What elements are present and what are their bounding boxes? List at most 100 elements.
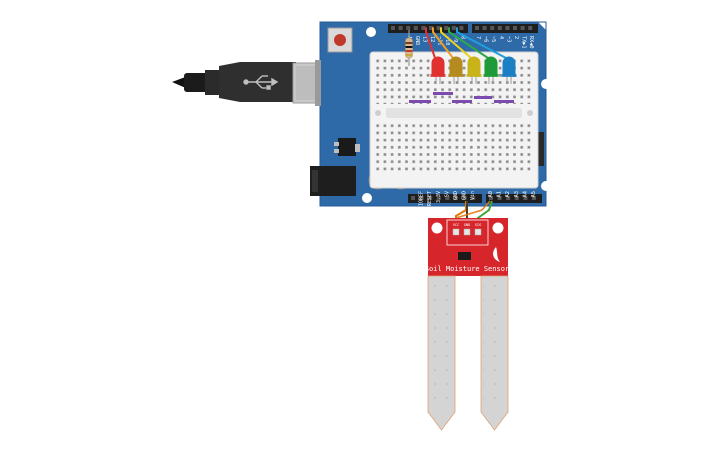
power-pin-label: GND <box>462 191 468 200</box>
sensor-wire-signal <box>455 200 491 219</box>
header-pin[interactable] <box>490 26 495 30</box>
led-red <box>430 56 446 84</box>
digital-pin-label: 13 <box>421 36 427 42</box>
header-pin[interactable] <box>497 196 502 200</box>
header-pin[interactable] <box>429 26 433 30</box>
digital-pin-label: 2 <box>513 36 519 39</box>
digital-pin-label: ~10 <box>444 36 450 45</box>
header-pin[interactable] <box>391 26 395 30</box>
digital-pin-label: TX▶1 <box>521 36 527 49</box>
led-yellow <box>466 56 482 84</box>
header-pin[interactable] <box>528 26 533 30</box>
header-pin[interactable] <box>462 196 467 200</box>
digital-pin-label: 12 <box>429 36 435 42</box>
header-pin[interactable] <box>428 196 433 200</box>
digital-pin-label: RX◀0 <box>528 36 534 49</box>
header-pin[interactable] <box>520 26 525 30</box>
analog-header[interactable] <box>486 194 542 203</box>
sensor-pin-label: GND <box>464 223 471 227</box>
header-pin[interactable] <box>489 196 493 200</box>
header-pin[interactable] <box>421 26 426 30</box>
reset-button[interactable] <box>327 27 353 53</box>
sensor-pin-label: VCC <box>453 223 460 227</box>
power-pin-label: GND <box>453 191 459 200</box>
usb-jack <box>315 60 321 106</box>
digital-pin-label: ~6 <box>483 36 489 42</box>
digital-pin-label: 7 <box>475 36 481 39</box>
header-pin[interactable] <box>506 196 511 200</box>
digital-pin-label: 8 <box>459 36 465 39</box>
header-pin[interactable] <box>475 26 479 30</box>
resistor <box>405 30 413 66</box>
voltage-regulator <box>334 138 360 156</box>
power-pin-label: RESET <box>427 191 433 206</box>
jumper-bars <box>409 92 514 103</box>
header-pin[interactable] <box>444 26 449 30</box>
sensor-pin[interactable] <box>463 228 471 236</box>
header-pin[interactable] <box>398 26 403 30</box>
mount-hole <box>362 193 372 203</box>
power-jack[interactable] <box>310 166 356 196</box>
led-amber <box>448 56 464 84</box>
analog-pin-label: A3 <box>514 191 520 198</box>
analog-pin-label: A4 <box>522 191 528 198</box>
digital-pin-label: 4 <box>498 36 504 39</box>
breadboard-bottom-holes <box>376 122 532 174</box>
led-wire <box>456 27 507 59</box>
flame-logo-icon <box>493 247 500 262</box>
sensor-probe-right <box>480 275 509 431</box>
header-pin[interactable] <box>413 26 418 30</box>
header-pin[interactable] <box>451 26 456 30</box>
header-pin[interactable] <box>419 196 424 200</box>
header-pin[interactable] <box>514 196 519 200</box>
digital-header[interactable] <box>388 24 538 33</box>
analog-pin-label: A1 <box>497 191 503 198</box>
mount-hole <box>366 27 376 37</box>
sensor-mount-hole <box>492 222 504 234</box>
header-pin[interactable] <box>411 196 415 200</box>
header-pin[interactable] <box>513 26 517 30</box>
header-pin[interactable] <box>454 196 458 200</box>
digital-pin-label: ~9 <box>452 36 458 42</box>
power-pin-label: 3.3V <box>436 191 442 203</box>
header-pin[interactable] <box>505 26 510 30</box>
header-pin[interactable] <box>436 196 441 200</box>
header-pin[interactable] <box>459 26 464 30</box>
power-header[interactable] <box>408 194 482 203</box>
header-pin[interactable] <box>482 26 487 30</box>
sensor-label: Soil Moisture Sensor <box>425 265 509 273</box>
soil-moisture-sensor[interactable]: VCC GND SIG Soil Moisture Sensor <box>425 218 509 431</box>
led-wire <box>432 27 454 59</box>
header-pin[interactable] <box>436 26 441 30</box>
sensor-pin[interactable] <box>474 228 482 236</box>
header-pin[interactable] <box>532 196 536 200</box>
power-pin-label: IOREF <box>419 191 425 206</box>
led-wire <box>440 27 472 59</box>
led-green <box>483 56 499 84</box>
led-blue <box>501 56 517 84</box>
usb-icon <box>243 75 279 90</box>
digital-pin-label: GND <box>414 36 420 45</box>
mount-hole <box>541 79 551 89</box>
header-pin[interactable] <box>471 196 476 200</box>
sensor-mount-hole <box>431 222 443 234</box>
led-wire <box>425 27 436 59</box>
header-pin[interactable] <box>445 196 450 200</box>
icsp-header <box>538 132 544 166</box>
analog-pin-label: A2 <box>505 191 511 198</box>
sensor-pin-label: SIG <box>475 223 482 227</box>
analog-pin-label: A0 <box>488 191 494 198</box>
mount-hole <box>541 181 551 191</box>
header-pin[interactable] <box>523 196 528 200</box>
sensor-pin[interactable] <box>452 228 460 236</box>
digital-pin-label: ~5 <box>490 36 496 42</box>
sensor-probe-left <box>427 275 456 431</box>
sensor-chip <box>458 252 471 260</box>
power-pin-label: Vin <box>470 191 476 200</box>
header-pin[interactable] <box>497 26 502 30</box>
header-pin[interactable] <box>406 26 411 30</box>
led-wire <box>448 27 489 59</box>
